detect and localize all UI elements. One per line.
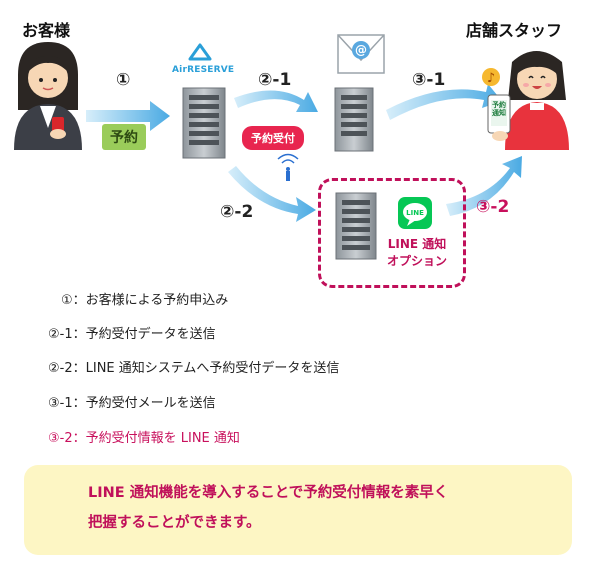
step-2-2-label: ②-2 <box>220 202 254 222</box>
legend-row-5: ③-2：予約受付情報を LINE 通知 <box>48 427 240 446</box>
legend-num: ③-2 <box>48 431 73 446</box>
arrow-step-1 <box>86 101 170 131</box>
line-option-line1: LINE 通知 <box>387 237 447 251</box>
legend-text: ：LINE 通知システムへ予約受付データを送信 <box>72 361 340 376</box>
legend-text: ：お客様による予約申込み <box>72 293 229 308</box>
line-option-box <box>318 178 466 288</box>
wireless-icon <box>277 153 299 181</box>
customer-illustration <box>14 42 82 150</box>
server-airreserve <box>182 87 226 159</box>
step-2-1-label: ②-1 <box>258 70 292 90</box>
customer-label: お客様 <box>22 21 71 40</box>
legend-num: ②-2 <box>48 361 73 376</box>
step-1-label: ① <box>116 70 131 90</box>
staff-illustration <box>487 51 569 150</box>
legend-text: ：予約受付メールを送信 <box>72 396 216 411</box>
step-3-1-label: ③-1 <box>412 70 446 90</box>
arrow-step-3-1 <box>386 84 502 120</box>
music-note-icon: ♪ <box>482 68 500 86</box>
reservation-received-tag: 予約受付 <box>242 126 304 150</box>
note-line-2: 把握することができます。 <box>88 515 261 531</box>
airreserve-logo-icon <box>188 43 212 61</box>
legend-text: ：予約受付情報を LINE 通知 <box>72 431 240 446</box>
note-text: LINE 通知機能を導入することで予約受付情報を素早く 把握することができます。 <box>88 478 548 538</box>
legend-row-3: ②-2：LINE 通知システムへ予約受付データを送信 <box>48 357 339 376</box>
server-mail <box>334 87 374 152</box>
legend-row-1: ①：お客様による予約申込み <box>61 289 228 308</box>
legend-num: ③-1 <box>48 396 73 411</box>
legend-row-2: ②-1：予約受付データを送信 <box>48 323 216 342</box>
legend-text: ：予約受付データを送信 <box>72 327 216 342</box>
server-line <box>335 192 377 260</box>
line-option-text: LINE 通知 オプション <box>376 236 458 270</box>
legend-num: ① <box>61 293 73 308</box>
line-logo-icon: LINE <box>398 197 432 229</box>
svg-text:LINE: LINE <box>406 209 424 217</box>
mail-icon: @ <box>337 34 385 74</box>
legend-row-4: ③-1：予約受付メールを送信 <box>48 392 216 411</box>
arrow-step-2-1 <box>234 90 318 112</box>
note-line-1: LINE 通知機能を導入することで予約受付情報を素早く <box>88 485 449 501</box>
legend-num: ②-1 <box>48 327 73 342</box>
svg-text:@: @ <box>355 43 367 57</box>
flow-diagram: @ LINE <box>14 34 569 260</box>
phone-screen-text: 予約通知 <box>492 101 506 117</box>
svg-text:♪: ♪ <box>487 71 495 86</box>
note-box <box>24 465 572 555</box>
step-3-2-label: ③-2 <box>476 197 510 217</box>
staff-label: 店舗スタッフ <box>466 21 563 40</box>
line-option-line2: オプション <box>386 254 447 268</box>
reserve-tag: 予約 <box>102 124 146 150</box>
arrow-step-2-2 <box>228 166 316 222</box>
airreserve-brand: AirRESERVE <box>172 65 235 75</box>
